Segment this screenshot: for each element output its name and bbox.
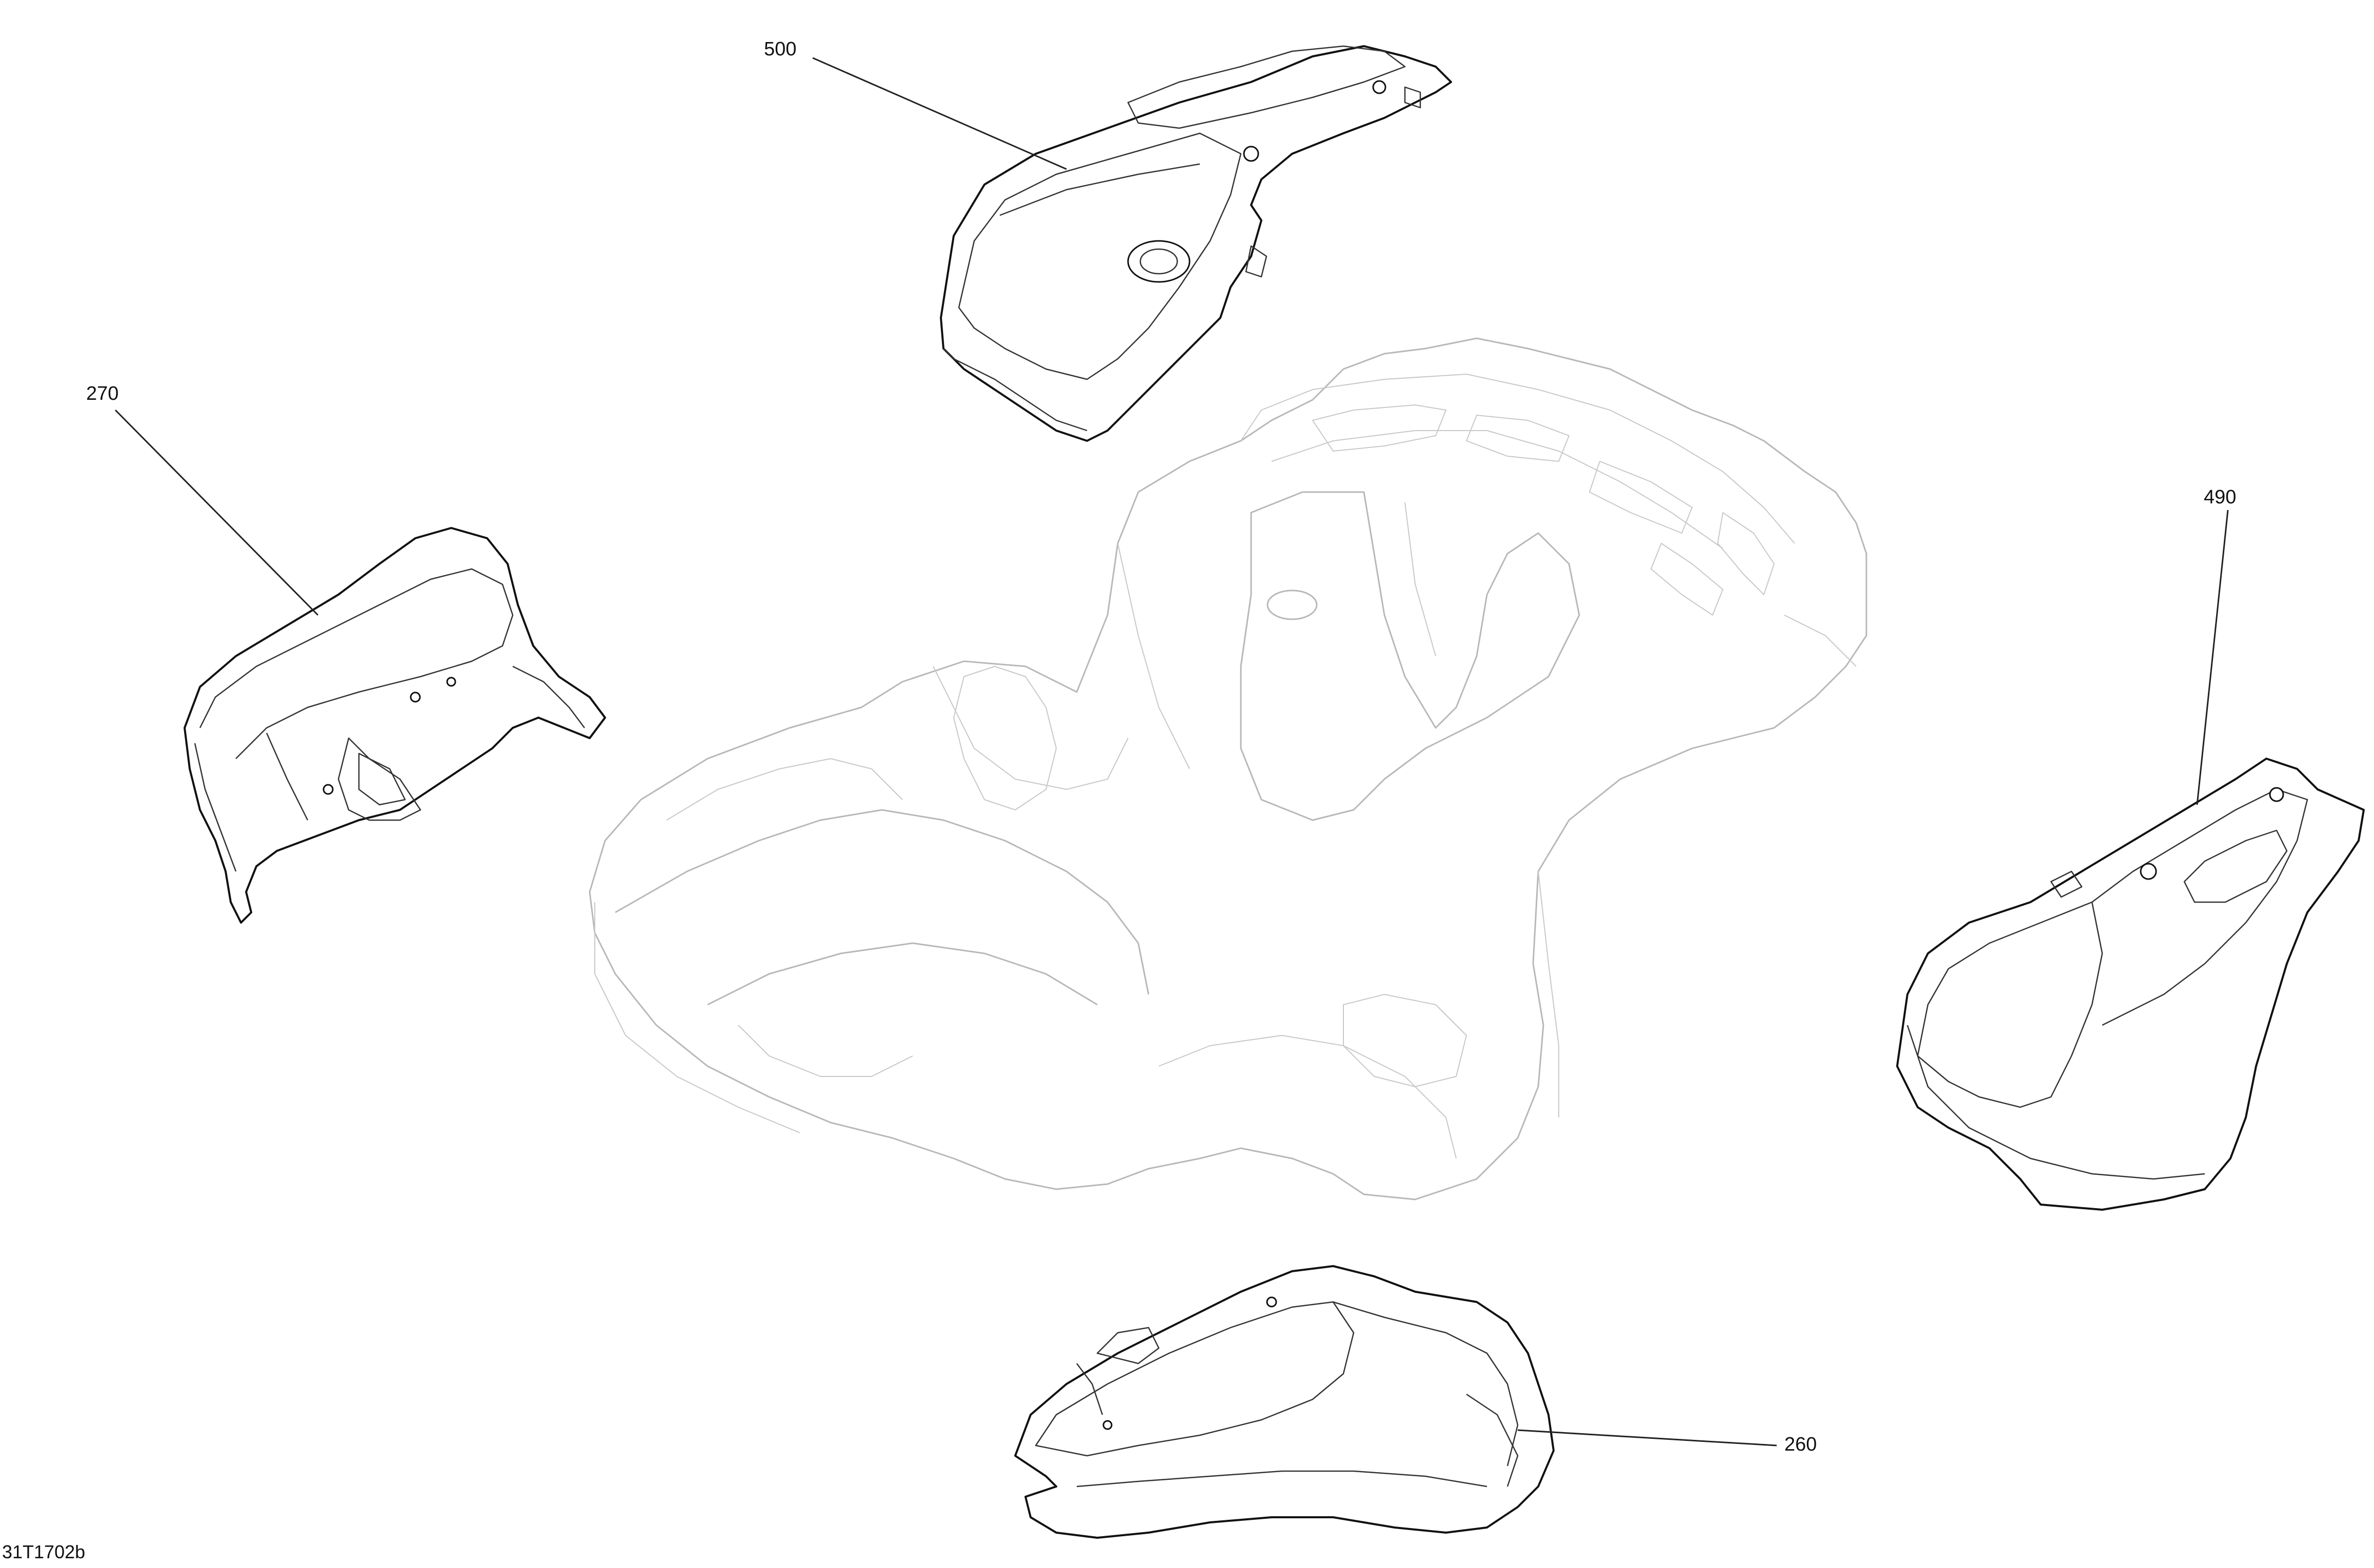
callout-270: 270 [86,383,118,404]
leader-lines [114,57,2229,1447]
part-260-front-lower-fender [1014,1265,1555,1539]
figure-code: 31T1702b [2,1541,85,1562]
leader-260 [1517,1429,1777,1447]
leader-500 [812,57,1067,170]
part-270-front-left-fender [184,527,606,924]
atv-body-frame-ghost [589,337,1867,1200]
part-490-right-side-fender [1896,758,2365,1211]
callout-500: 500 [764,38,796,60]
part-500-rear-fender [940,45,1452,442]
leader-490 [2196,510,2229,805]
callout-490: 490 [2204,486,2236,508]
callout-260: 260 [1784,1434,1817,1455]
leader-270 [114,409,319,616]
